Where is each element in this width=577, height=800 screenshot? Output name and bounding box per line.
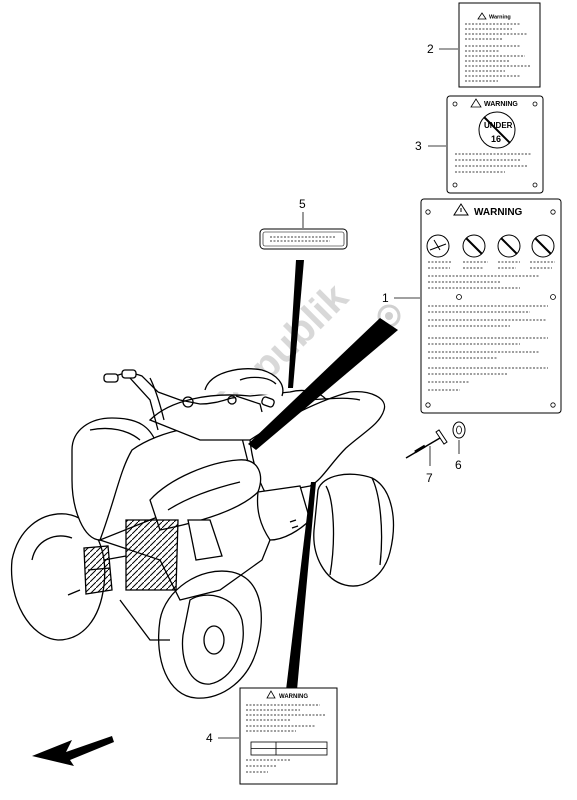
leader-label-5 (288, 260, 304, 388)
washer-part-6[interactable] (452, 421, 466, 439)
warning-triangle-icon (266, 690, 276, 699)
warning-triangle-icon (470, 98, 482, 108)
no-paved-road-icon (497, 234, 521, 258)
front-right-wheel (158, 570, 262, 699)
warning-label-2[interactable]: Warning (458, 2, 541, 88)
rivet-part-7[interactable] (405, 429, 448, 459)
label-4-title: WARNING (279, 694, 308, 700)
warning-triangle-icon (477, 12, 487, 20)
label-5-strip[interactable] (259, 228, 348, 250)
svg-text:UNDER: UNDER (484, 121, 513, 130)
pictogram-row (426, 234, 555, 258)
callout-3: 3 (415, 139, 422, 153)
leader-label-4 (286, 482, 316, 690)
spec-table (250, 741, 328, 756)
svg-text:16: 16 (491, 134, 501, 144)
callout-5: 5 (299, 197, 306, 211)
callout-4: 4 (206, 731, 213, 745)
leader-label-1 (248, 318, 398, 450)
warning-label-3[interactable]: WARNING UNDER 16 (446, 95, 544, 194)
no-alcohol-icon (531, 234, 555, 258)
label-2-title: Warning (489, 15, 511, 21)
callout-7: 7 (426, 471, 433, 485)
rear-wheel (313, 473, 395, 587)
atv-illustration (10, 368, 395, 699)
front-direction-arrow (32, 736, 114, 766)
callout-6: 6 (455, 458, 462, 472)
warning-triangle-icon (453, 203, 469, 216)
under-16-icon: UNDER 16 (478, 111, 516, 149)
leader-lines (248, 260, 398, 690)
callout-2: 2 (427, 42, 434, 56)
callout-1: 1 (382, 291, 389, 305)
label-3-title: WARNING (484, 101, 518, 108)
warning-label-4[interactable]: WARNING (239, 687, 338, 785)
label-1-title: WARNING (474, 207, 523, 218)
warning-label-1[interactable]: WARNING (420, 198, 562, 414)
no-helmet-icon (462, 234, 486, 258)
rider-no-passenger-icon (426, 234, 450, 258)
